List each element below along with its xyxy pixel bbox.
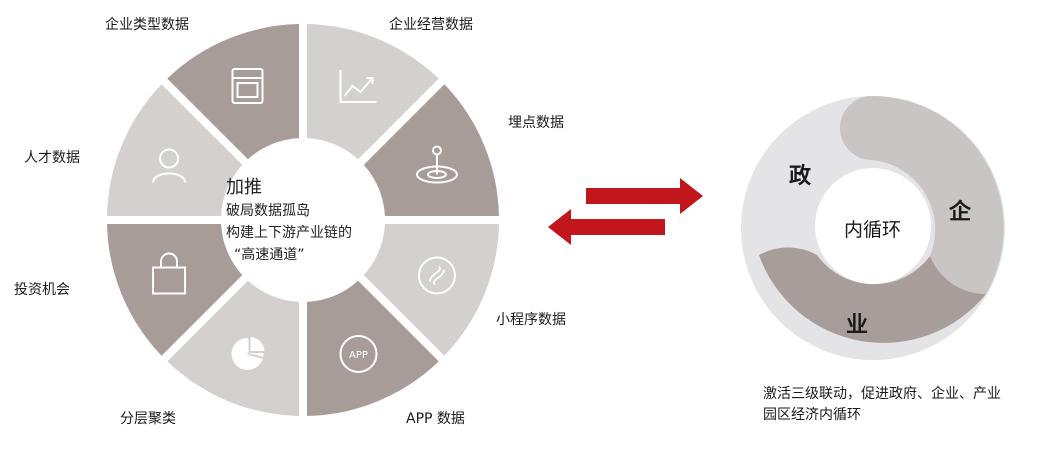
label-app-data: APP 数据	[406, 411, 465, 427]
inner-cycle	[741, 96, 1005, 360]
line-chart-icon	[339, 70, 377, 104]
pie-chart-icon	[231, 334, 267, 370]
mini-program-icon	[417, 256, 456, 295]
cycle-core	[815, 168, 931, 284]
wheel-segment-4	[306, 280, 439, 416]
wheel-segment-6	[107, 223, 243, 356]
label-mini-program-data: 小程序数据	[496, 312, 566, 328]
label-hierarchical-clustering: 分层聚类	[120, 411, 176, 427]
window-icon	[231, 68, 264, 105]
wheel-segment-3	[363, 223, 499, 356]
location-pin-icon	[415, 145, 458, 184]
cycle-label-ye: 业	[846, 313, 869, 338]
center-line-1: 破局数据孤岛	[226, 203, 310, 219]
cycle-segment-qi	[840, 96, 1004, 295]
app-icon-text: APP	[349, 350, 368, 361]
wheel-segment-2	[363, 84, 499, 217]
label-enterprise-type-data: 企业类型数据	[105, 17, 189, 33]
cycle-label-qi: 企	[949, 200, 972, 225]
right-arrow	[586, 178, 703, 214]
app-icon	[339, 334, 378, 373]
wheel-segment-1	[306, 24, 439, 160]
label-enterprise-operation-data: 企业经营数据	[389, 17, 473, 33]
cycle-segment-ye	[759, 247, 986, 343]
cycle-label-zheng: 政	[789, 164, 812, 189]
shopping-bag-icon	[152, 252, 187, 295]
center-title: 加推	[226, 177, 262, 198]
cycle-center-label: 内循环	[844, 219, 902, 241]
label-talent-data: 人才数据	[24, 150, 80, 166]
label-investment-opportunity: 投资机会	[14, 282, 70, 298]
label-tracking-data: 埋点数据	[508, 115, 564, 131]
wheel-icons: APP	[152, 68, 458, 373]
wheel-center-text: 加推 破局数据孤岛 构建上下游产业链的 “高速通道”	[226, 176, 426, 266]
wheel-segment-7	[107, 84, 243, 217]
center-line-2: 构建上下游产业链的	[226, 225, 352, 241]
left-arrow	[548, 209, 665, 245]
center-line-3: “高速通道”	[234, 247, 305, 263]
person-icon	[152, 148, 187, 183]
cycle-caption: 激活三级联动，促进政府、企业、产业园区经济内循环	[763, 386, 1001, 423]
